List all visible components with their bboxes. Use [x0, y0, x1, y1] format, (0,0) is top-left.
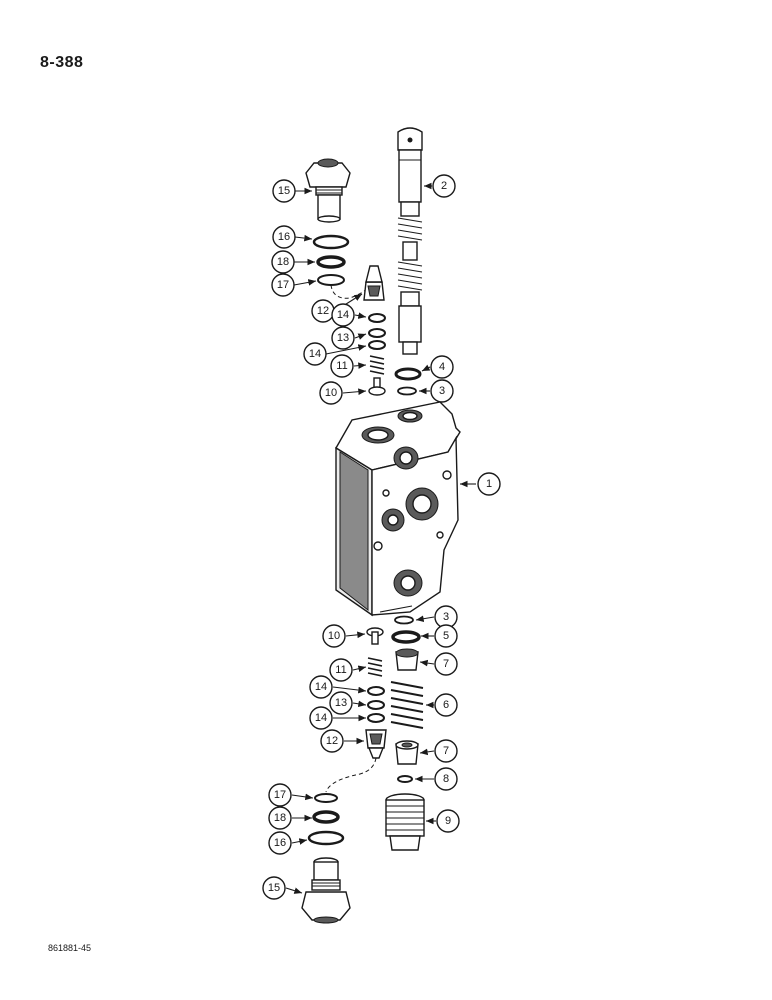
callout-8: 8: [434, 767, 458, 791]
callout-9: 9: [436, 809, 460, 833]
svg-text:13: 13: [335, 697, 347, 709]
svg-text:8: 8: [443, 773, 449, 785]
svg-text:12: 12: [326, 735, 338, 747]
svg-text:16: 16: [274, 837, 286, 849]
callout-15-lower: 15: [262, 876, 286, 900]
svg-text:15: 15: [278, 185, 290, 197]
ring-14b-upper: [368, 340, 386, 350]
callout-1: 1: [477, 472, 501, 496]
callout-15-upper: 15: [272, 179, 296, 203]
svg-text:17: 17: [277, 279, 289, 291]
callout-11-upper: 11: [330, 354, 354, 378]
valve-body-1: [335, 401, 461, 617]
spring-seat-7-upper: [395, 648, 419, 671]
callout-10-lower: 10: [322, 624, 346, 648]
callout-5: 5: [434, 624, 458, 648]
spring-11-lower: [367, 657, 383, 677]
svg-text:3: 3: [439, 385, 445, 397]
callout-13-lower: 13: [329, 691, 353, 715]
svg-text:11: 11: [335, 664, 346, 676]
svg-text:3: 3: [443, 611, 449, 623]
washer-5: [391, 630, 421, 644]
callout-14b-upper: 14: [303, 342, 327, 366]
callout-10-upper: 10: [319, 381, 343, 405]
o-ring-17-upper: [317, 274, 345, 286]
svg-text:15: 15: [268, 882, 280, 894]
svg-text:10: 10: [328, 630, 340, 642]
ring-14a-upper: [368, 313, 386, 323]
svg-text:12: 12: [317, 305, 329, 317]
plunger-10-lower: [366, 627, 384, 645]
callout-13-upper: 13: [331, 326, 355, 350]
poppet-12-lower: [365, 729, 387, 759]
svg-text:17: 17: [274, 789, 286, 801]
o-ring-16-lower: [307, 830, 345, 846]
spool-2: [397, 127, 423, 355]
snap-ring-8: [397, 775, 413, 783]
callout-6: 6: [434, 693, 458, 717]
callout-14b-lower: 14: [309, 706, 333, 730]
callout-16-lower: 16: [268, 831, 292, 855]
ring-14b-lower: [367, 713, 385, 723]
svg-text:1: 1: [486, 478, 492, 490]
callout-18-upper: 18: [271, 250, 295, 274]
callout-18-lower: 18: [268, 806, 292, 830]
poppet-12-upper: [363, 265, 385, 301]
ring-13-lower: [367, 700, 385, 710]
svg-text:9: 9: [445, 815, 451, 827]
svg-text:14: 14: [337, 309, 349, 321]
wiper-seal-4: [394, 367, 422, 381]
callout-17-lower: 17: [268, 783, 292, 807]
callout-7-upper: 7: [434, 652, 458, 676]
svg-text:5: 5: [443, 630, 449, 642]
svg-text:10: 10: [325, 387, 337, 399]
backup-ring-18-lower: [312, 810, 340, 824]
svg-text:13: 13: [337, 332, 349, 344]
svg-text:18: 18: [277, 256, 289, 268]
figure-code: 861881-45: [48, 943, 92, 953]
callout-14a-upper: 14: [331, 303, 355, 327]
svg-text:18: 18: [274, 812, 286, 824]
page-number: 8-388: [40, 54, 84, 71]
callout-12-upper: 12: [311, 299, 335, 323]
ring-14a-lower: [367, 686, 385, 696]
svg-text:2: 2: [441, 180, 447, 192]
callout-14a-lower: 14: [309, 675, 333, 699]
relief-plug-lower: [301, 857, 351, 924]
callout-12-lower: 12: [320, 729, 344, 753]
o-ring-3-lower: [394, 615, 414, 625]
o-ring-16-upper: [312, 234, 350, 250]
callout-17-upper: 17: [271, 273, 295, 297]
callout-3-upper: 3: [430, 379, 454, 403]
svg-text:11: 11: [336, 360, 347, 372]
svg-text:14: 14: [315, 712, 327, 724]
callout-2: 2: [432, 174, 456, 198]
callout-11-lower: 11: [329, 658, 353, 682]
o-ring-3-upper: [397, 386, 417, 396]
svg-text:6: 6: [443, 699, 449, 711]
svg-text:14: 14: [309, 348, 321, 360]
plunger-10-upper: [368, 377, 386, 396]
o-ring-17-lower: [314, 793, 338, 803]
svg-text:4: 4: [439, 361, 445, 373]
ring-13-upper: [368, 328, 386, 338]
svg-text:16: 16: [278, 231, 290, 243]
end-cap-9: [385, 793, 425, 851]
svg-text:7: 7: [443, 745, 449, 757]
spring-seat-7-lower: [395, 740, 419, 765]
spring-11-upper: [369, 355, 385, 375]
callout-7-lower: 7: [434, 739, 458, 763]
svg-text:7: 7: [443, 658, 449, 670]
svg-text:14: 14: [315, 681, 327, 693]
callout-4: 4: [430, 355, 454, 379]
backup-ring-18-upper: [316, 255, 346, 269]
callout-16-upper: 16: [272, 225, 296, 249]
centering-spring-6: [390, 681, 424, 729]
relief-plug-upper: [305, 158, 351, 223]
